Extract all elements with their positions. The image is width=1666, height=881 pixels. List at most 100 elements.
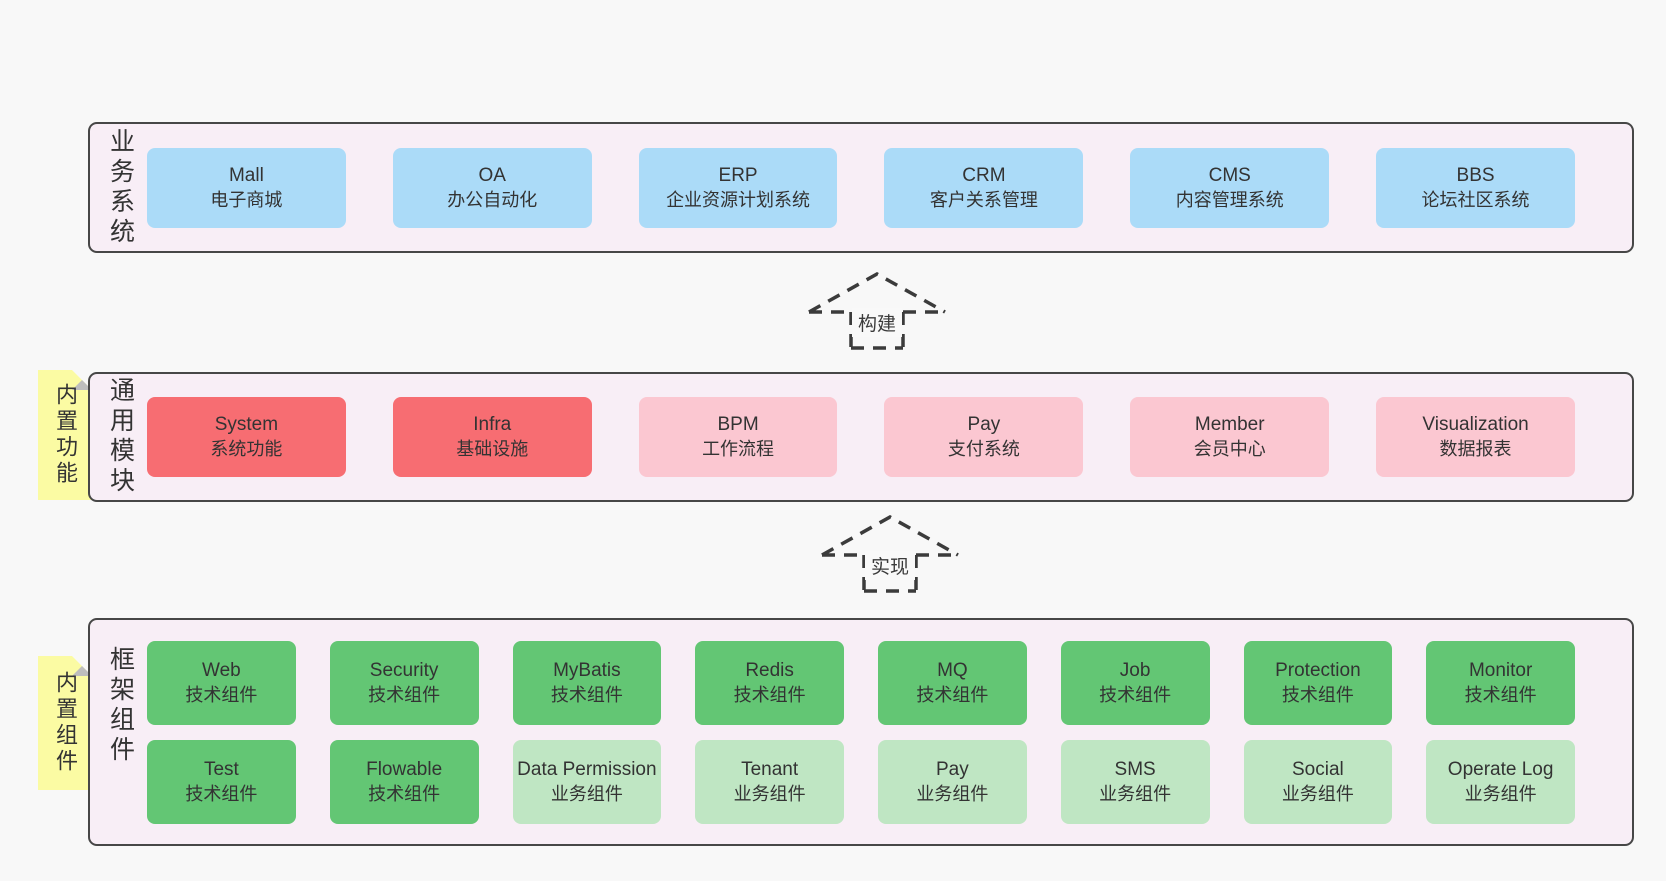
- box-desc: 会员中心: [1193, 439, 1266, 459]
- box-desc: 技术组件: [368, 684, 441, 705]
- dashed-up-arrow-icon: [821, 514, 959, 593]
- box-member: Member 会员中心: [1130, 397, 1330, 477]
- box-desc: 数据报表: [1439, 439, 1512, 459]
- box-name: Web: [202, 659, 241, 681]
- box-name: Infra: [473, 414, 512, 435]
- box-desc: 办公自动化: [447, 189, 538, 210]
- box-desc: 技术组件: [1464, 684, 1537, 705]
- box-name: BBS: [1456, 164, 1495, 186]
- box-erp: ERP 企业资源计划系统: [638, 147, 838, 228]
- box-desc: 业务组件: [1099, 783, 1172, 804]
- box-desc: 技术组件: [550, 684, 623, 705]
- box-name: Member: [1194, 414, 1265, 435]
- box-desc: 论坛社区系统: [1421, 189, 1530, 210]
- box-desc: 基础设施: [456, 439, 529, 459]
- box-name: MyBatis: [553, 659, 621, 681]
- box-mq: MQ 技术组件: [878, 640, 1027, 725]
- box-name: Pay: [936, 758, 969, 780]
- box-desc: 业务组件: [1464, 783, 1537, 804]
- box-name: Monitor: [1468, 659, 1533, 681]
- box-name: Visualization: [1422, 414, 1529, 435]
- box-redis: Redis 技术组件: [695, 640, 844, 725]
- box-system: System 系统功能: [147, 397, 346, 477]
- box-row: System 系统功能 Infra 基础设施 BPM 工作流程 Pay 支付系统…: [147, 397, 1575, 477]
- box-desc: 技术组件: [185, 783, 258, 804]
- box-name: Tenant: [741, 758, 799, 780]
- note-text: 内置组件: [53, 671, 78, 775]
- box-name: Pay: [967, 414, 1001, 435]
- band-content: Mall 电子商城 OA 办公自动化 ERP 企业资源计划系统 CRM 客户关系…: [147, 124, 1575, 251]
- box-name: CMS: [1208, 164, 1251, 186]
- box-name: CRM: [962, 164, 1006, 186]
- box-name: Data Permission: [517, 758, 657, 780]
- box-web: Web 技术组件: [147, 640, 296, 725]
- box-name: Social: [1292, 758, 1344, 780]
- sticky-note-builtin-features: 内置功能: [38, 370, 92, 500]
- box-job: Job 技术组件: [1060, 640, 1210, 725]
- box-desc: 内容管理系统: [1175, 189, 1284, 210]
- box-row-business: Test 技术组件 Flowable 技术组件 Data Permission …: [147, 739, 1575, 824]
- box-pay-module: Pay 支付系统: [884, 397, 1084, 477]
- box-test: Test 技术组件: [147, 739, 296, 824]
- band-common-modules: 通用模块 System 系统功能 Infra 基础设施 BPM 工作流程 Pay…: [88, 372, 1634, 502]
- box-visualization: Visualization 数据报表: [1376, 397, 1575, 477]
- box-desc: 支付系统: [947, 439, 1020, 459]
- box-infra: Infra 基础设施: [392, 397, 592, 477]
- sticky-note-builtin-components: 内置组件: [38, 656, 92, 790]
- band-business-systems: 业务系统 Mall 电子商城 OA 办公自动化 ERP 企业资源计划系统 CRM…: [88, 122, 1634, 253]
- box-row-tech: Web 技术组件 Security 技术组件 MyBatis 技术组件 Redi…: [147, 640, 1575, 725]
- box-desc: 技术组件: [368, 783, 441, 804]
- dashed-up-arrow-icon: [808, 271, 946, 350]
- box-name: Redis: [745, 659, 794, 681]
- box-social: Social 业务组件: [1243, 739, 1393, 824]
- box-name: Mall: [228, 164, 264, 186]
- box-name: BPM: [717, 414, 759, 435]
- box-bpm: BPM 工作流程: [638, 397, 838, 477]
- band-content: Web 技术组件 Security 技术组件 MyBatis 技术组件 Redi…: [147, 620, 1575, 844]
- box-desc: 业务组件: [916, 783, 989, 804]
- box-name: Flowable: [366, 758, 443, 780]
- box-name: Operate Log: [1447, 758, 1554, 780]
- band-content: System 系统功能 Infra 基础设施 BPM 工作流程 Pay 支付系统…: [147, 374, 1575, 500]
- note-text: 内置功能: [53, 383, 78, 487]
- box-desc: 技术组件: [185, 684, 258, 705]
- box-desc: 系统功能: [210, 439, 283, 459]
- box-desc: 技术组件: [916, 684, 989, 705]
- box-desc: 业务组件: [550, 783, 623, 804]
- box-row: Mall 电子商城 OA 办公自动化 ERP 企业资源计划系统 CRM 客户关系…: [147, 147, 1575, 228]
- box-desc: 电子商城: [210, 189, 283, 210]
- box-desc: 业务组件: [1281, 783, 1354, 804]
- box-name: OA: [478, 164, 506, 186]
- box-name: SMS: [1114, 758, 1156, 780]
- box-name: Protection: [1275, 659, 1361, 681]
- band-label-business-systems: 业务系统: [106, 127, 135, 248]
- box-desc: 技术组件: [1281, 684, 1354, 705]
- band-label-framework-components: 框架组件: [106, 646, 135, 766]
- box-pay-component: Pay 业务组件: [878, 739, 1027, 824]
- box-mall: Mall 电子商城: [147, 147, 346, 228]
- arrow-implement: 实现: [802, 511, 978, 595]
- band-label-common-modules: 通用模块: [106, 377, 135, 497]
- band-framework-components: 框架组件 Web 技术组件 Security 技术组件 MyBatis 技术组件…: [88, 618, 1634, 846]
- box-desc: 企业资源计划系统: [666, 189, 811, 210]
- box-desc: 技术组件: [1099, 684, 1172, 705]
- arrow-build: 构建: [789, 268, 965, 352]
- box-operate-log: Operate Log 业务组件: [1426, 739, 1575, 824]
- box-protection: Protection 技术组件: [1243, 640, 1393, 725]
- box-desc: 客户关系管理: [929, 189, 1038, 210]
- box-monitor: Monitor 技术组件: [1426, 640, 1575, 725]
- box-desc: 工作流程: [702, 439, 775, 459]
- box-desc: 业务组件: [733, 783, 806, 804]
- box-name: ERP: [718, 164, 758, 186]
- box-desc: 技术组件: [733, 684, 806, 705]
- box-name: Job: [1119, 659, 1151, 681]
- box-oa: OA 办公自动化: [392, 147, 592, 228]
- box-crm: CRM 客户关系管理: [884, 147, 1084, 228]
- box-flowable: Flowable 技术组件: [329, 739, 479, 824]
- box-tenant: Tenant 业务组件: [695, 739, 844, 824]
- box-name: System: [214, 414, 279, 435]
- box-data-permission: Data Permission 业务组件: [512, 739, 662, 824]
- box-sms: SMS 业务组件: [1060, 739, 1210, 824]
- box-name: Test: [203, 758, 239, 780]
- box-bbs: BBS 论坛社区系统: [1376, 147, 1575, 228]
